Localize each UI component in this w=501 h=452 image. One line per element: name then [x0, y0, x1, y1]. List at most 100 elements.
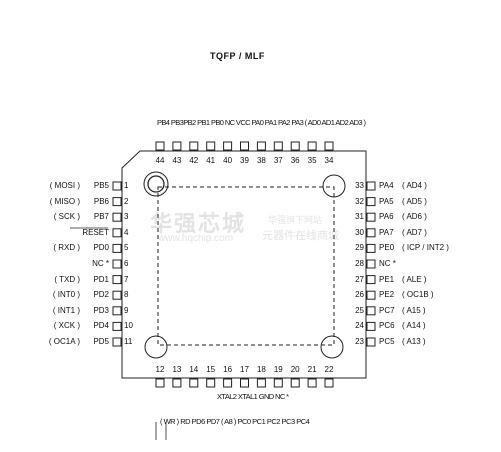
pin-name-left: PD4	[93, 321, 109, 331]
pin-pad-left	[112, 259, 122, 269]
pin-number-bottom: 19	[273, 365, 283, 374]
pin1-marker-inner	[147, 175, 165, 193]
pin-pad-right	[366, 243, 376, 253]
pin-pad-right	[366, 306, 376, 316]
pin-alt-function-left: ( TXD )	[54, 274, 80, 284]
pin-pad-top	[155, 141, 165, 151]
pin-number-top: 37	[273, 156, 283, 165]
pin-number-left: 6	[124, 259, 129, 268]
pin-name-right: PA5	[379, 196, 394, 206]
pin-pad-right	[366, 290, 376, 300]
pin-pad-top	[206, 141, 216, 151]
pin-number-right: 27	[355, 274, 364, 284]
pin-name-left: PD5	[93, 337, 109, 346]
pin-pad-bottom	[324, 378, 334, 388]
pin-number-top: 40	[223, 156, 233, 165]
bottom-label-row-2: ( WR ) RD PD6 PD7 ( A8 ) PC0 PC1 PC2 PC3…	[160, 417, 310, 426]
pin-name-left: PD2	[93, 290, 109, 300]
pin-pad-bottom	[206, 378, 216, 388]
pin-pad-right	[366, 197, 376, 207]
pin-pad-right	[366, 321, 376, 331]
pin-alt-function-left: ( RXD )	[53, 243, 80, 253]
pin-number-bottom: 20	[290, 365, 300, 374]
pin-pad-top	[240, 141, 249, 151]
pin-pad-top	[307, 141, 317, 151]
pin-alt-function-right: ( AD4 )	[402, 181, 427, 190]
chip-outline	[121, 150, 367, 379]
pin-alt-function-right: ( A14 )	[402, 321, 426, 331]
pin-name-right: PA7	[379, 227, 394, 237]
pin-number-top: 44	[155, 156, 165, 165]
pin-alt-function-right: ( OC1B )	[402, 290, 434, 300]
pin-number-top: 34	[324, 156, 334, 165]
pin-number-left: 7	[124, 274, 129, 284]
pin-pad-bottom	[223, 378, 233, 388]
pin-number-top: 42	[189, 156, 199, 165]
top-label-row: PB4 PB3PB2 PB1 PB0 NC VCC PA0 PA1 PA2 PA…	[157, 118, 366, 127]
pin-pad-top	[324, 141, 334, 151]
watermark-brand: 华强芯城	[150, 211, 247, 236]
watermark-url: www.hqchip.com	[158, 233, 234, 244]
pin-pad-bottom	[240, 378, 249, 388]
pin-pad-right	[366, 212, 376, 222]
pin1-marker-outer	[143, 171, 169, 197]
pin-alt-function-right: ( ALE )	[402, 274, 427, 284]
pin-alt-function-left: ( INT0 )	[52, 290, 80, 300]
pin-number-right: 31	[355, 212, 364, 222]
pin-name-left: PB7	[93, 212, 109, 222]
pin-pad-bottom	[307, 378, 317, 388]
pin-pad-left	[112, 337, 122, 347]
pin-alt-function-left: ( MISO )	[49, 196, 80, 206]
pin-number-right: 25	[355, 305, 364, 315]
pin-number-left: 5	[124, 243, 129, 253]
bottom-label-row: XTAL2 XTAL1 GND NC *	[217, 392, 289, 401]
pin-name-left: PD1	[93, 274, 109, 284]
pin-pad-left	[112, 181, 122, 191]
pin-number-bottom: 12	[155, 365, 165, 374]
pin-alt-function-right: ( ICP / INT2 )	[402, 243, 449, 253]
pin-name-right: PA4	[379, 181, 394, 190]
pin-number-right: 30	[355, 227, 364, 237]
watermark-tagline-2: 元器件在线商城	[262, 230, 339, 242]
pin-name-left: NC *	[92, 259, 109, 268]
pin-alt-function-left: ( SCK )	[53, 212, 80, 222]
pin-number-top: 39	[240, 156, 249, 165]
corner-mark-top-right	[322, 174, 346, 198]
pin-pad-right	[366, 337, 376, 347]
corner-mark-bottom-left	[144, 335, 168, 359]
pin-pad-right	[366, 181, 376, 191]
pin-pad-bottom	[256, 378, 266, 388]
pin-alt-function-right: ( AD7 )	[402, 227, 427, 237]
pin-alt-function-right: ( AD6 )	[402, 212, 427, 222]
pin-pad-left	[112, 212, 122, 222]
pin-pad-top	[290, 141, 300, 151]
pin-alt-function-left: ( MOSI )	[49, 181, 80, 190]
pin-name-right: NC *	[379, 259, 396, 268]
pin-number-bottom: 17	[240, 365, 249, 374]
pin-alt-function-right: ( A13 )	[402, 337, 426, 346]
pin-pad-bottom	[155, 378, 165, 388]
pin-number-left: 4	[124, 227, 129, 237]
pin-pad-top	[256, 141, 266, 151]
pin-number-right: 33	[355, 181, 364, 190]
pin-number-bottom: 15	[206, 365, 216, 374]
pin-pad-left	[112, 197, 122, 207]
pin-pad-bottom	[273, 378, 283, 388]
pin-name-left: PD0	[93, 243, 109, 253]
pin-pad-bottom	[189, 378, 199, 388]
package-title: TQFP / MLF	[210, 51, 265, 61]
pin-number-right: 26	[355, 290, 364, 300]
pin-pad-top	[273, 141, 283, 151]
pin-pad-left	[112, 290, 122, 300]
pin-number-bottom: 13	[172, 365, 182, 374]
pin-pad-right	[366, 228, 376, 238]
pin-number-bottom: 22	[324, 365, 334, 374]
pin-name-left: PD3	[93, 305, 109, 315]
pin-pad-left	[112, 306, 122, 316]
watermark-tagline-1: 华强旗下网站	[268, 215, 323, 225]
pin-number-bottom: 21	[307, 365, 317, 374]
pin-alt-function-left: ( OC1A )	[48, 337, 80, 346]
pin-pad-bottom	[290, 378, 300, 388]
